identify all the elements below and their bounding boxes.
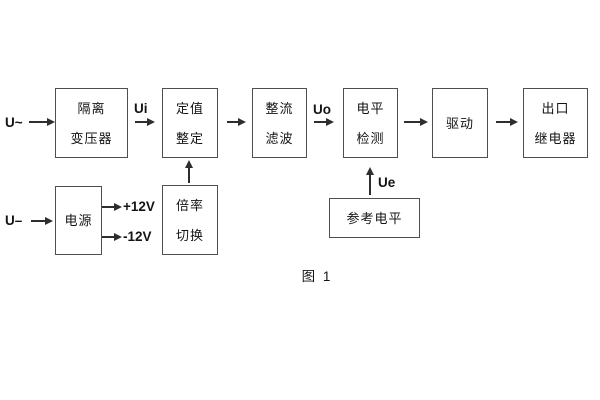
block-label-line: 倍率 — [175, 197, 204, 213]
label-uo: Uo — [313, 102, 331, 117]
block-label-line: 驱动 — [445, 115, 474, 131]
block-driver: 驱动 — [432, 88, 488, 158]
block-multiplier-switch: 倍率 切换 — [162, 185, 218, 255]
block-rectifier-filter: 整流 滤波 — [252, 88, 307, 158]
block-label-line: 电源 — [64, 213, 93, 228]
arrow-ac-input-icon — [29, 118, 55, 125]
block-label-line: 整定 — [175, 130, 204, 146]
block-value-setting: 定值 整定 — [162, 88, 218, 158]
arrow-dc-input-icon — [31, 217, 53, 224]
block-label-line: 滤波 — [265, 130, 294, 146]
block-power-supply: 电源 — [55, 186, 102, 255]
arrow-detection-to-driver-icon — [404, 118, 428, 125]
block-isolation-transformer: 隔离 变压器 — [55, 88, 128, 158]
block-label-line: 电平 — [356, 100, 385, 116]
block-label-line: 检测 — [356, 130, 385, 146]
block-level-detection: 电平 检测 — [343, 88, 398, 158]
label-dc-input: U– — [5, 213, 23, 228]
label-plus12v: +12V — [123, 199, 155, 214]
block-label-line: 参考电平 — [346, 210, 403, 226]
label-ui: Ui — [134, 101, 148, 116]
label-ac-input: U~ — [5, 115, 23, 130]
block-label-line: 切换 — [175, 227, 204, 243]
arrow-plus12v-icon — [102, 203, 122, 210]
label-ue: Ue — [378, 175, 396, 190]
arrow-multiplier-to-setting-icon — [185, 160, 192, 183]
arrow-setting-to-rectifier-icon — [227, 118, 246, 125]
block-output-relay: 出口 继电器 — [523, 88, 588, 158]
block-label-line: 整流 — [265, 100, 294, 116]
block-reference-level: 参考电平 — [329, 198, 420, 238]
arrow-ui-icon — [135, 118, 155, 125]
block-label-line: 出口 — [541, 100, 570, 116]
arrow-driver-to-relay-icon — [496, 118, 518, 125]
block-label-line: 变压器 — [70, 130, 113, 146]
label-minus12v: -12V — [123, 229, 152, 244]
block-label-line: 继电器 — [534, 130, 577, 146]
figure-caption: 图 1 — [301, 269, 333, 284]
block-label-line: 隔离 — [77, 100, 106, 116]
block-label-line: 定值 — [175, 100, 204, 116]
arrow-ue-icon — [366, 167, 373, 195]
arrow-minus12v-icon — [102, 233, 122, 240]
arrow-uo-icon — [314, 118, 334, 125]
